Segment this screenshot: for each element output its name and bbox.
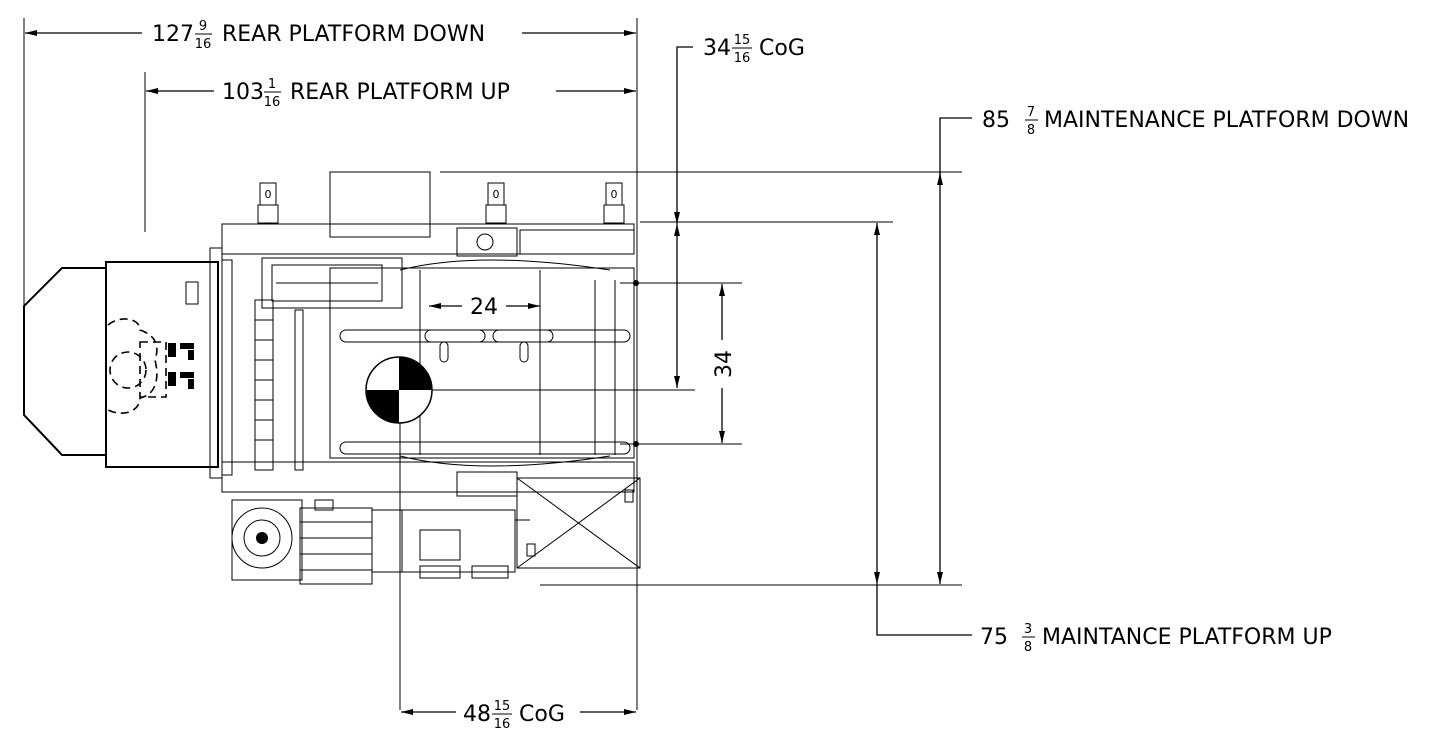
drum <box>329 267 635 459</box>
dimension-cog-vertical: 34 15 16 CoG <box>674 33 805 388</box>
dimension-rear-platform-down: 127 9 16 REAR PLATFORM DOWN <box>25 19 636 52</box>
svg-text:0: 0 <box>265 188 272 201</box>
top-box <box>329 171 431 238</box>
dim-cog-horiz-label: CoG <box>519 702 565 727</box>
operator-figure <box>107 318 158 414</box>
chute <box>261 257 403 309</box>
dim-rear-down-den: 16 <box>195 37 212 52</box>
dim-24-value: 24 <box>470 295 498 320</box>
rear-platform <box>23 267 107 456</box>
dim-rear-down-whole: 127 <box>152 22 194 47</box>
tab-1: 0 <box>257 182 279 224</box>
gearbox <box>371 509 530 579</box>
dim-maint-down-num: 7 <box>1027 105 1035 120</box>
extension-lines <box>23 18 962 710</box>
dim-maint-down-whole: 85 <box>982 108 1010 133</box>
dim-cog-vert-num: 15 <box>734 33 751 48</box>
control-blocks <box>168 281 199 389</box>
cog-symbol <box>365 356 433 424</box>
dimension-cog-horizontal: 48 15 16 CoG <box>401 699 636 732</box>
dim-rear-up-whole: 103 <box>222 80 264 105</box>
svg-text:0: 0 <box>611 188 618 201</box>
dim-maint-up-den: 8 <box>1024 640 1032 655</box>
dim-rear-up-label: REAR PLATFORM UP <box>290 80 510 105</box>
dimension-maintenance-down: 85 7 8 MAINTENANCE PLATFORM DOWN <box>937 105 1409 584</box>
hanger-tabs: 0 0 0 <box>257 182 625 224</box>
machine-body <box>23 171 641 585</box>
svg-text:0: 0 <box>493 188 500 201</box>
dim-maint-up-num: 3 <box>1024 622 1032 637</box>
dim-cog-vert-label: CoG <box>759 36 805 61</box>
dim-maint-down-label: MAINTENANCE PLATFORM DOWN <box>1044 108 1409 133</box>
dim-cog-vert-whole: 34 <box>703 36 731 61</box>
dim-rear-up-num: 1 <box>268 77 276 92</box>
dim-cog-horiz-whole: 48 <box>463 702 491 727</box>
dim-cog-horiz-den: 16 <box>494 717 511 732</box>
dim-cog-vert-den: 16 <box>734 51 751 66</box>
dim-maint-up-label: MAINTANCE PLATFORM UP <box>1042 625 1332 650</box>
dimension-34: 34 <box>712 284 737 443</box>
dimension-maintenance-up: 75 3 8 MAINTANCE PLATFORM UP <box>874 223 1332 655</box>
dim-maint-down-den: 8 <box>1027 123 1035 138</box>
dim-rear-down-label: REAR PLATFORM DOWN <box>222 22 485 47</box>
dimension-24: 24 <box>429 295 540 320</box>
dim-rear-up-den: 16 <box>264 95 281 110</box>
electrical-box <box>516 477 641 569</box>
dimension-rear-platform-up: 103 1 16 REAR PLATFORM UP <box>146 77 636 110</box>
dim-cog-horiz-num: 15 <box>494 699 511 714</box>
motor <box>231 499 373 585</box>
dim-34-value: 34 <box>712 350 737 378</box>
tab-3: 0 <box>603 182 625 224</box>
dim-maint-up-whole: 75 <box>980 625 1008 650</box>
chain-ladder <box>255 319 273 441</box>
operator-cabin <box>105 261 219 468</box>
dim-rear-down-num: 9 <box>199 19 207 34</box>
tab-2: 0 <box>485 182 507 224</box>
